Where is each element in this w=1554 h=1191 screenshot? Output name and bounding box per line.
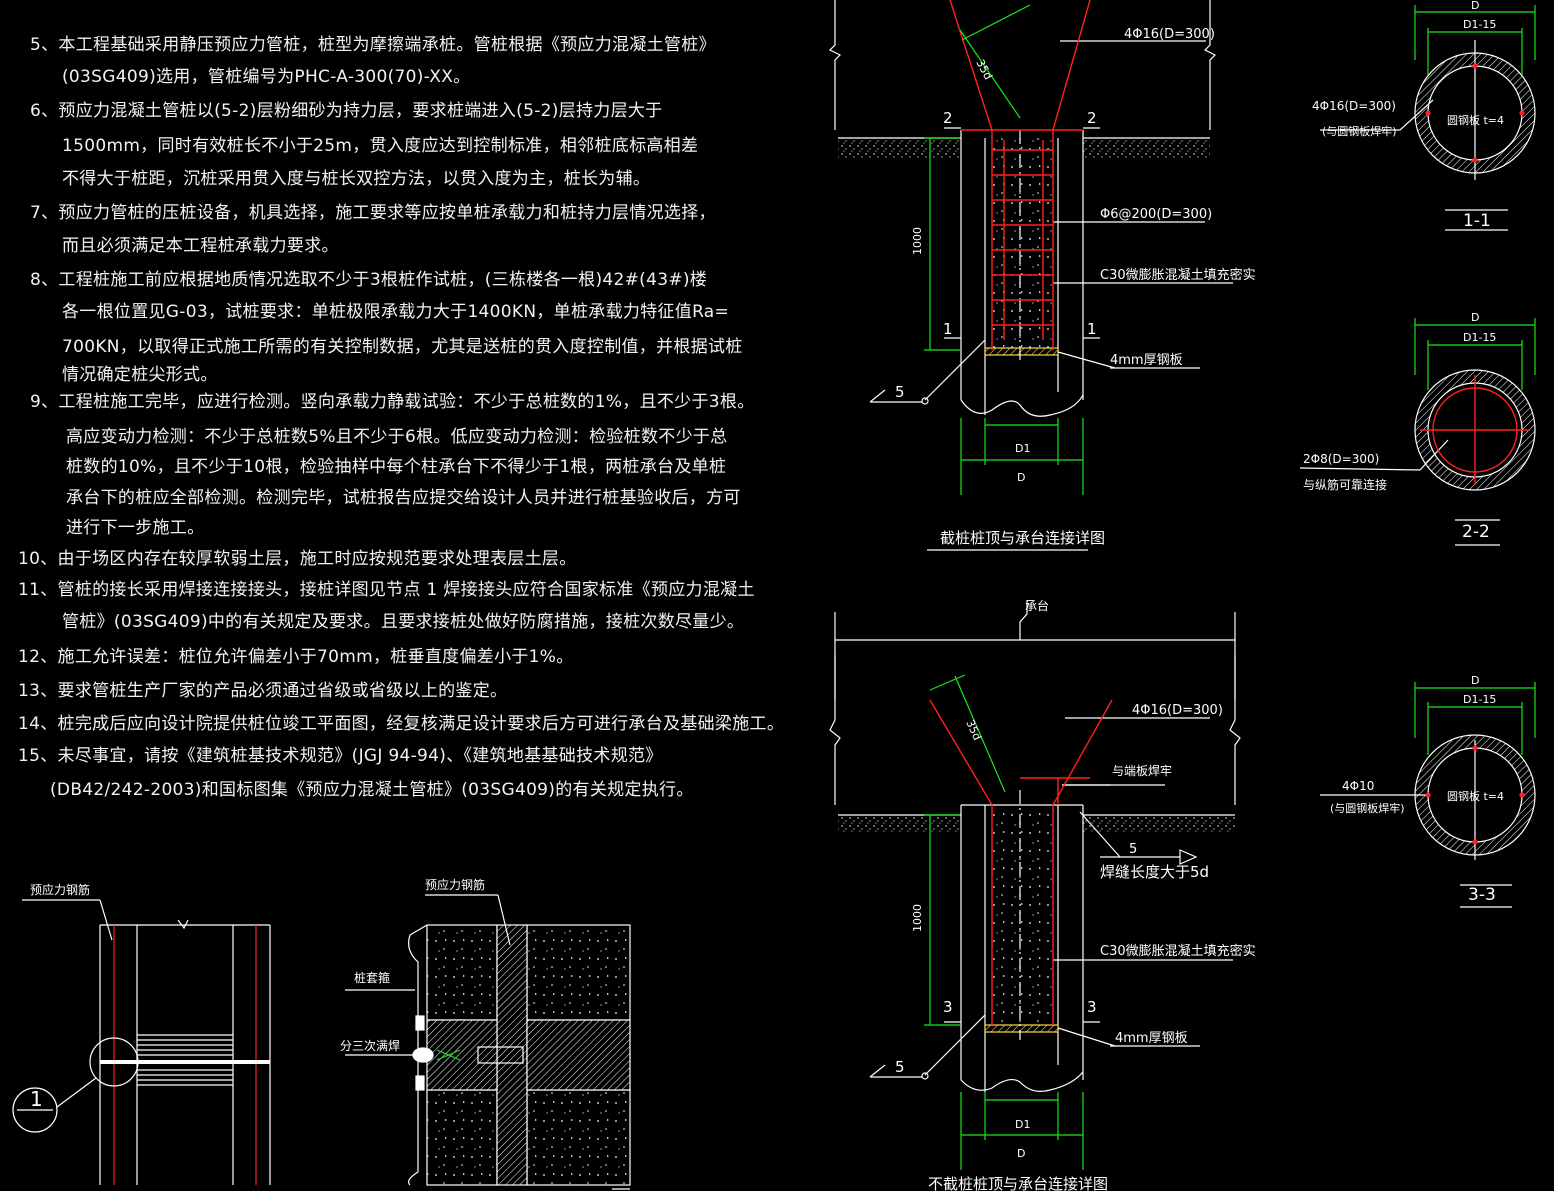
- anchor-label-b: 35d: [963, 718, 983, 742]
- section-2-2-dims: [1414, 318, 1536, 390]
- dim-d-a: D: [1017, 471, 1025, 484]
- uncut-pile-rebar: [929, 699, 1113, 1025]
- section-2-2-rebar: [1420, 375, 1530, 485]
- note-line: 而且必须满足本工程桩承载力要求。: [62, 236, 339, 256]
- steel-plate-label-b: 4mm厚钢板: [1115, 1031, 1188, 1046]
- note-line: 12、施工允许误差：桩位允许偏差小于70mm，桩垂直度偏差小于1%。: [18, 647, 574, 667]
- note-line: 15、未尽事宜，请按《建筑桩基技术规范》(JGJ 94-94)、《建筑地基基础技…: [18, 746, 663, 766]
- prestress-steel-label-1: 预应力钢筋: [30, 882, 90, 897]
- uncut-pile-dimensions: [924, 674, 1084, 1170]
- depth-label-b: 1000: [911, 904, 924, 932]
- note-line: 5、本工程基础采用静压预应力管桩，桩型为摩擦端承桩。管桩根据《预应力混凝土管桩》: [30, 35, 716, 55]
- dim-d-b: D: [1017, 1147, 1025, 1160]
- s33-rebar-note: (与圆钢板焊牢): [1330, 801, 1405, 815]
- note-line: 进行下一步施工。: [66, 518, 205, 538]
- note-line: 桩数的10%，且不少于10根，检验抽样中每个柱承台下不得少于1根，两桩承台及单桩: [66, 457, 727, 477]
- joint-section-node: [345, 894, 631, 1190]
- s11-dim-d115: D1-15: [1463, 18, 1496, 31]
- anchor-label-a: 35d: [973, 57, 994, 82]
- cut-pile-dimensions: [924, 4, 1084, 495]
- note-line: 7、预应力管桩的压桩设备，机具选择，施工要求等应按单桩承载力和桩持力层情况选择，: [30, 203, 716, 223]
- note-line: 8、工程桩施工前应根据地质情况选取不少于3根桩作试桩，(三栋楼各一根)42#(4…: [30, 270, 708, 290]
- concrete-fill-label-a: C30微膨胀混凝土填充密实: [1100, 267, 1256, 283]
- top-rebar-label-a: 4Φ16(D=300): [1124, 27, 1215, 42]
- leader-mark-5-weld: 5: [1129, 842, 1137, 857]
- section-mark-2-right: 2: [1087, 109, 1097, 127]
- top-rebar-label-b: 4Φ16(D=300): [1132, 703, 1223, 718]
- section-mark-1-right: 1: [1087, 320, 1097, 338]
- uncut-pile-detail: [829, 600, 1241, 1092]
- note-line: 9、工程桩施工完毕，应进行检测。竖向承载力静载试验：不少于总桩数的1%，且不少于…: [30, 392, 755, 412]
- s11-title: 1-1: [1463, 211, 1491, 231]
- section-mark-3-right: 3: [1087, 998, 1097, 1016]
- note-line: 1500mm，同时有效桩长不小于25m，贯入度应达到控制标准，相邻桩底标高相差: [62, 136, 699, 156]
- s33-title: 3-3: [1468, 885, 1496, 905]
- section-1-1: [1320, 40, 1536, 231]
- section-mark-2-left: 2: [943, 109, 953, 127]
- note-line: 700KN，以取得正式施工所需的有关控制数据，尤其是送桩的贯入度控制值，并根据试…: [62, 337, 743, 357]
- leader-mark-5-b: 5: [895, 1058, 905, 1076]
- note-line: 11、管桩的接长采用焊接连接接头，接桩详图见节点 1 焊接接头应符合国家标准《预…: [18, 580, 755, 600]
- s11-rebar-note: (与圆钢板焊牢): [1322, 124, 1397, 138]
- note-line: 不得大于桩距，沉桩采用贯入度与桩长双控方法，以贯入度为主，桩长为辅。: [62, 169, 651, 189]
- depth-label-a: 1000: [911, 227, 924, 255]
- note-line: 6、预应力混凝土管桩以(5-2)层粉细砂为持力层，要求桩端进入(5-2)层持力层…: [30, 101, 663, 121]
- s11-dim-d: D: [1471, 0, 1479, 12]
- joint-elevation-node: [12, 899, 271, 1185]
- section-3-3-dims: [1414, 682, 1536, 755]
- s33-plate: 圆钢板 t=4: [1447, 789, 1504, 803]
- concrete-fill-label-b: C30微膨胀混凝土填充密实: [1100, 943, 1256, 959]
- s22-dim-d115: D1-15: [1463, 331, 1496, 344]
- s33-dim-d115: D1-15: [1463, 693, 1496, 706]
- section-3-3-rebar: [1425, 745, 1525, 845]
- weld-label: 分三次满焊: [340, 1038, 400, 1053]
- s22-dim-d: D: [1471, 311, 1479, 324]
- weld-length-label: 焊缝长度大于5d: [1100, 863, 1209, 881]
- note-line: 管桩》(03SG409)中的有关规定及要求。且要求接桩处做好防腐措施，接桩次数尽…: [62, 612, 745, 632]
- prestress-steel-label-2: 预应力钢筋: [425, 877, 485, 892]
- note-line: 高应变动力检测：不少于总桩数5%且不少于6根。低应变动力检测：检验桩数不少于总: [66, 427, 728, 447]
- note-line: 14、桩完成后应向设计院提供桩位竣工平面图，经复核满足设计要求后方可进行承台及基…: [18, 714, 785, 734]
- cut-pile-rebar: [949, 0, 1091, 350]
- cap-label: 承台: [1025, 598, 1049, 613]
- section-mark-1-left: 1: [943, 320, 953, 338]
- s11-plate: 圆钢板 t=4: [1447, 113, 1504, 127]
- leader-mark-5-a: 5: [895, 383, 905, 401]
- note-line: 13、要求管桩生产厂家的产品必须通过省级或省级以上的鉴定。: [18, 681, 508, 701]
- s33-dim-d: D: [1471, 674, 1479, 687]
- pile-sleeve-label: 桩套箍: [354, 970, 390, 985]
- note-line: 各一根位置见G-03，试桩要求：单桩极限承载力大于1400KN，单桩承载力特征值…: [62, 302, 730, 322]
- dim-d1-a: D1: [1015, 442, 1030, 455]
- dim-d1-b: D1: [1015, 1118, 1030, 1131]
- note-line: 承台下的桩应全部检测。检测完毕，试桩报告应提交给设计人员并进行桩基验收后，方可: [66, 488, 741, 508]
- uncut-pile-title: 不截桩桩顶与承台连接详图: [928, 1175, 1108, 1191]
- cut-pile-title: 截桩桩顶与承台连接详图: [940, 529, 1105, 547]
- node-number: 1: [30, 1087, 43, 1111]
- stirrup-label: Φ6@200(D=300): [1100, 207, 1212, 222]
- s22-rebar-note: 与纵筋可靠连接: [1303, 477, 1387, 492]
- note-line: (03SG409)选用，管桩编号为PHC-A-300(70)-XX。: [62, 67, 471, 87]
- s11-rebar: 4Φ16(D=300): [1312, 99, 1396, 113]
- s22-rebar: 2Φ8(D=300): [1303, 452, 1379, 466]
- steel-plate-label-a: 4mm厚钢板: [1110, 353, 1183, 368]
- section-3-3: [1320, 734, 1536, 908]
- design-notes: 5、本工程基础采用静压预应力管桩，桩型为摩擦端承桩。管桩根据《预应力混凝土管桩》…: [0, 0, 820, 820]
- section-1-1-dims: [1414, 5, 1536, 75]
- note-line: 情况确定桩尖形式。: [62, 365, 218, 385]
- note-line: 10、由于场区内存在较厚软弱土层，施工时应按规范要求处理表层土层。: [18, 549, 577, 569]
- s33-rebar: 4Φ10: [1342, 779, 1374, 793]
- note-line: (DB42/242-2003)和国标图集《预应力混凝土管桩》(03SG409)的…: [50, 780, 694, 800]
- s22-title: 2-2: [1462, 522, 1490, 542]
- section-1-1-rebar: [1425, 63, 1525, 163]
- weld-end-plate-label: 与端板焊牢: [1112, 763, 1172, 778]
- section-mark-3-left: 3: [943, 998, 953, 1016]
